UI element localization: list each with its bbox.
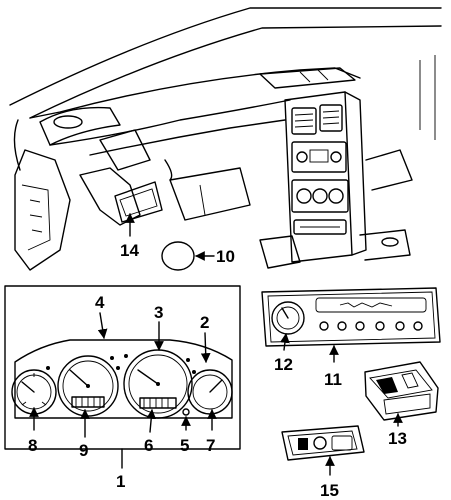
callout-12: 12 bbox=[274, 355, 293, 374]
part-15-switch bbox=[281, 425, 365, 461]
callout-6: 6 bbox=[144, 436, 153, 455]
callout-7: 7 bbox=[206, 436, 215, 455]
part-10-disc bbox=[161, 241, 195, 271]
callout-15: 15 bbox=[320, 481, 339, 500]
part-13-switch bbox=[364, 361, 439, 421]
callout-4: 4 bbox=[95, 293, 105, 312]
callouts: 14 10 4 3 2 8 9 6 5 7 1 12 11 bbox=[28, 213, 407, 500]
callout-1: 1 bbox=[116, 472, 125, 491]
callout-14: 14 bbox=[120, 241, 139, 260]
instrument-cluster-box bbox=[4, 285, 241, 450]
callout-2: 2 bbox=[200, 313, 209, 332]
callout-8: 8 bbox=[28, 436, 37, 455]
dashboard-assembly bbox=[9, 7, 442, 271]
callout-9: 9 bbox=[79, 441, 88, 460]
callout-3: 3 bbox=[154, 303, 163, 322]
callout-5: 5 bbox=[180, 436, 189, 455]
callout-13: 13 bbox=[388, 429, 407, 448]
climate-control-panel bbox=[261, 287, 441, 347]
callout-10: 10 bbox=[216, 247, 235, 266]
callout-11: 11 bbox=[324, 370, 342, 389]
